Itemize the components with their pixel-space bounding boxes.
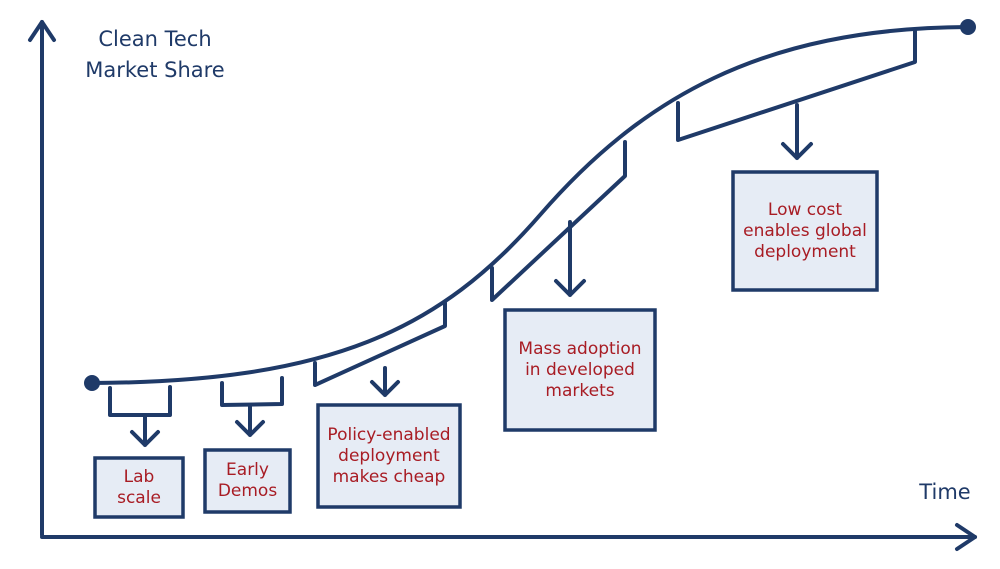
- y-axis-label-line2: Market Share: [85, 58, 225, 82]
- arrow-down-icon: [781, 103, 813, 160]
- stage-text-3: Policy-enabled deployment makes cheap: [318, 405, 460, 507]
- stage-box-3: [316, 403, 462, 509]
- end-point: [960, 19, 976, 35]
- stage-text-2: Early Demos: [205, 450, 290, 512]
- stage-text-line: scale: [117, 487, 161, 508]
- stage-box-4: [503, 308, 657, 432]
- y-axis: [28, 20, 56, 537]
- start-point: [84, 375, 100, 391]
- stage-box-5: [731, 170, 879, 292]
- stage-box-1: [93, 456, 185, 519]
- stage-text-line: enables global: [743, 220, 867, 241]
- stage-text-5: Low cost enables global deployment: [733, 172, 877, 290]
- stage-text-1: Lab scale: [95, 458, 183, 517]
- stage-text-line: Mass adoption: [518, 338, 642, 359]
- stage-text-line: Early: [226, 460, 269, 480]
- stage-text-line: Low cost: [767, 199, 843, 220]
- stage-bracket-5: [676, 28, 917, 142]
- x-axis: [40, 523, 977, 551]
- stage-text-line: deployment: [754, 241, 856, 262]
- stage-bracket-4: [490, 140, 627, 302]
- arrow-down-icon: [235, 403, 265, 437]
- y-axis-label: Clean Tech Market Share: [70, 24, 240, 86]
- stage-text-line: deployment: [338, 445, 440, 466]
- stage-bracket-2: [220, 376, 284, 407]
- stage-text-line: makes cheap: [332, 466, 446, 487]
- stage-text-line: Policy-enabled: [327, 424, 451, 445]
- stage-bracket-1: [108, 385, 172, 417]
- stage-text-line: Demos: [217, 481, 278, 501]
- stage-box-2: [203, 448, 292, 514]
- stage-bracket-3: [313, 301, 447, 387]
- arrow-down-icon: [370, 366, 400, 397]
- arrow-down-icon: [130, 413, 160, 447]
- stage-text-line: markets: [545, 380, 615, 401]
- y-axis-label-line1: Clean Tech: [98, 27, 212, 51]
- x-axis-label: Time: [919, 480, 971, 504]
- arrow-down-icon: [554, 220, 586, 297]
- stage-text-line: Lab: [123, 466, 155, 487]
- adoption-curve: [90, 25, 970, 385]
- stage-text-4: Mass adoption in developed markets: [505, 310, 655, 430]
- stage-text-line: in developed: [525, 359, 635, 380]
